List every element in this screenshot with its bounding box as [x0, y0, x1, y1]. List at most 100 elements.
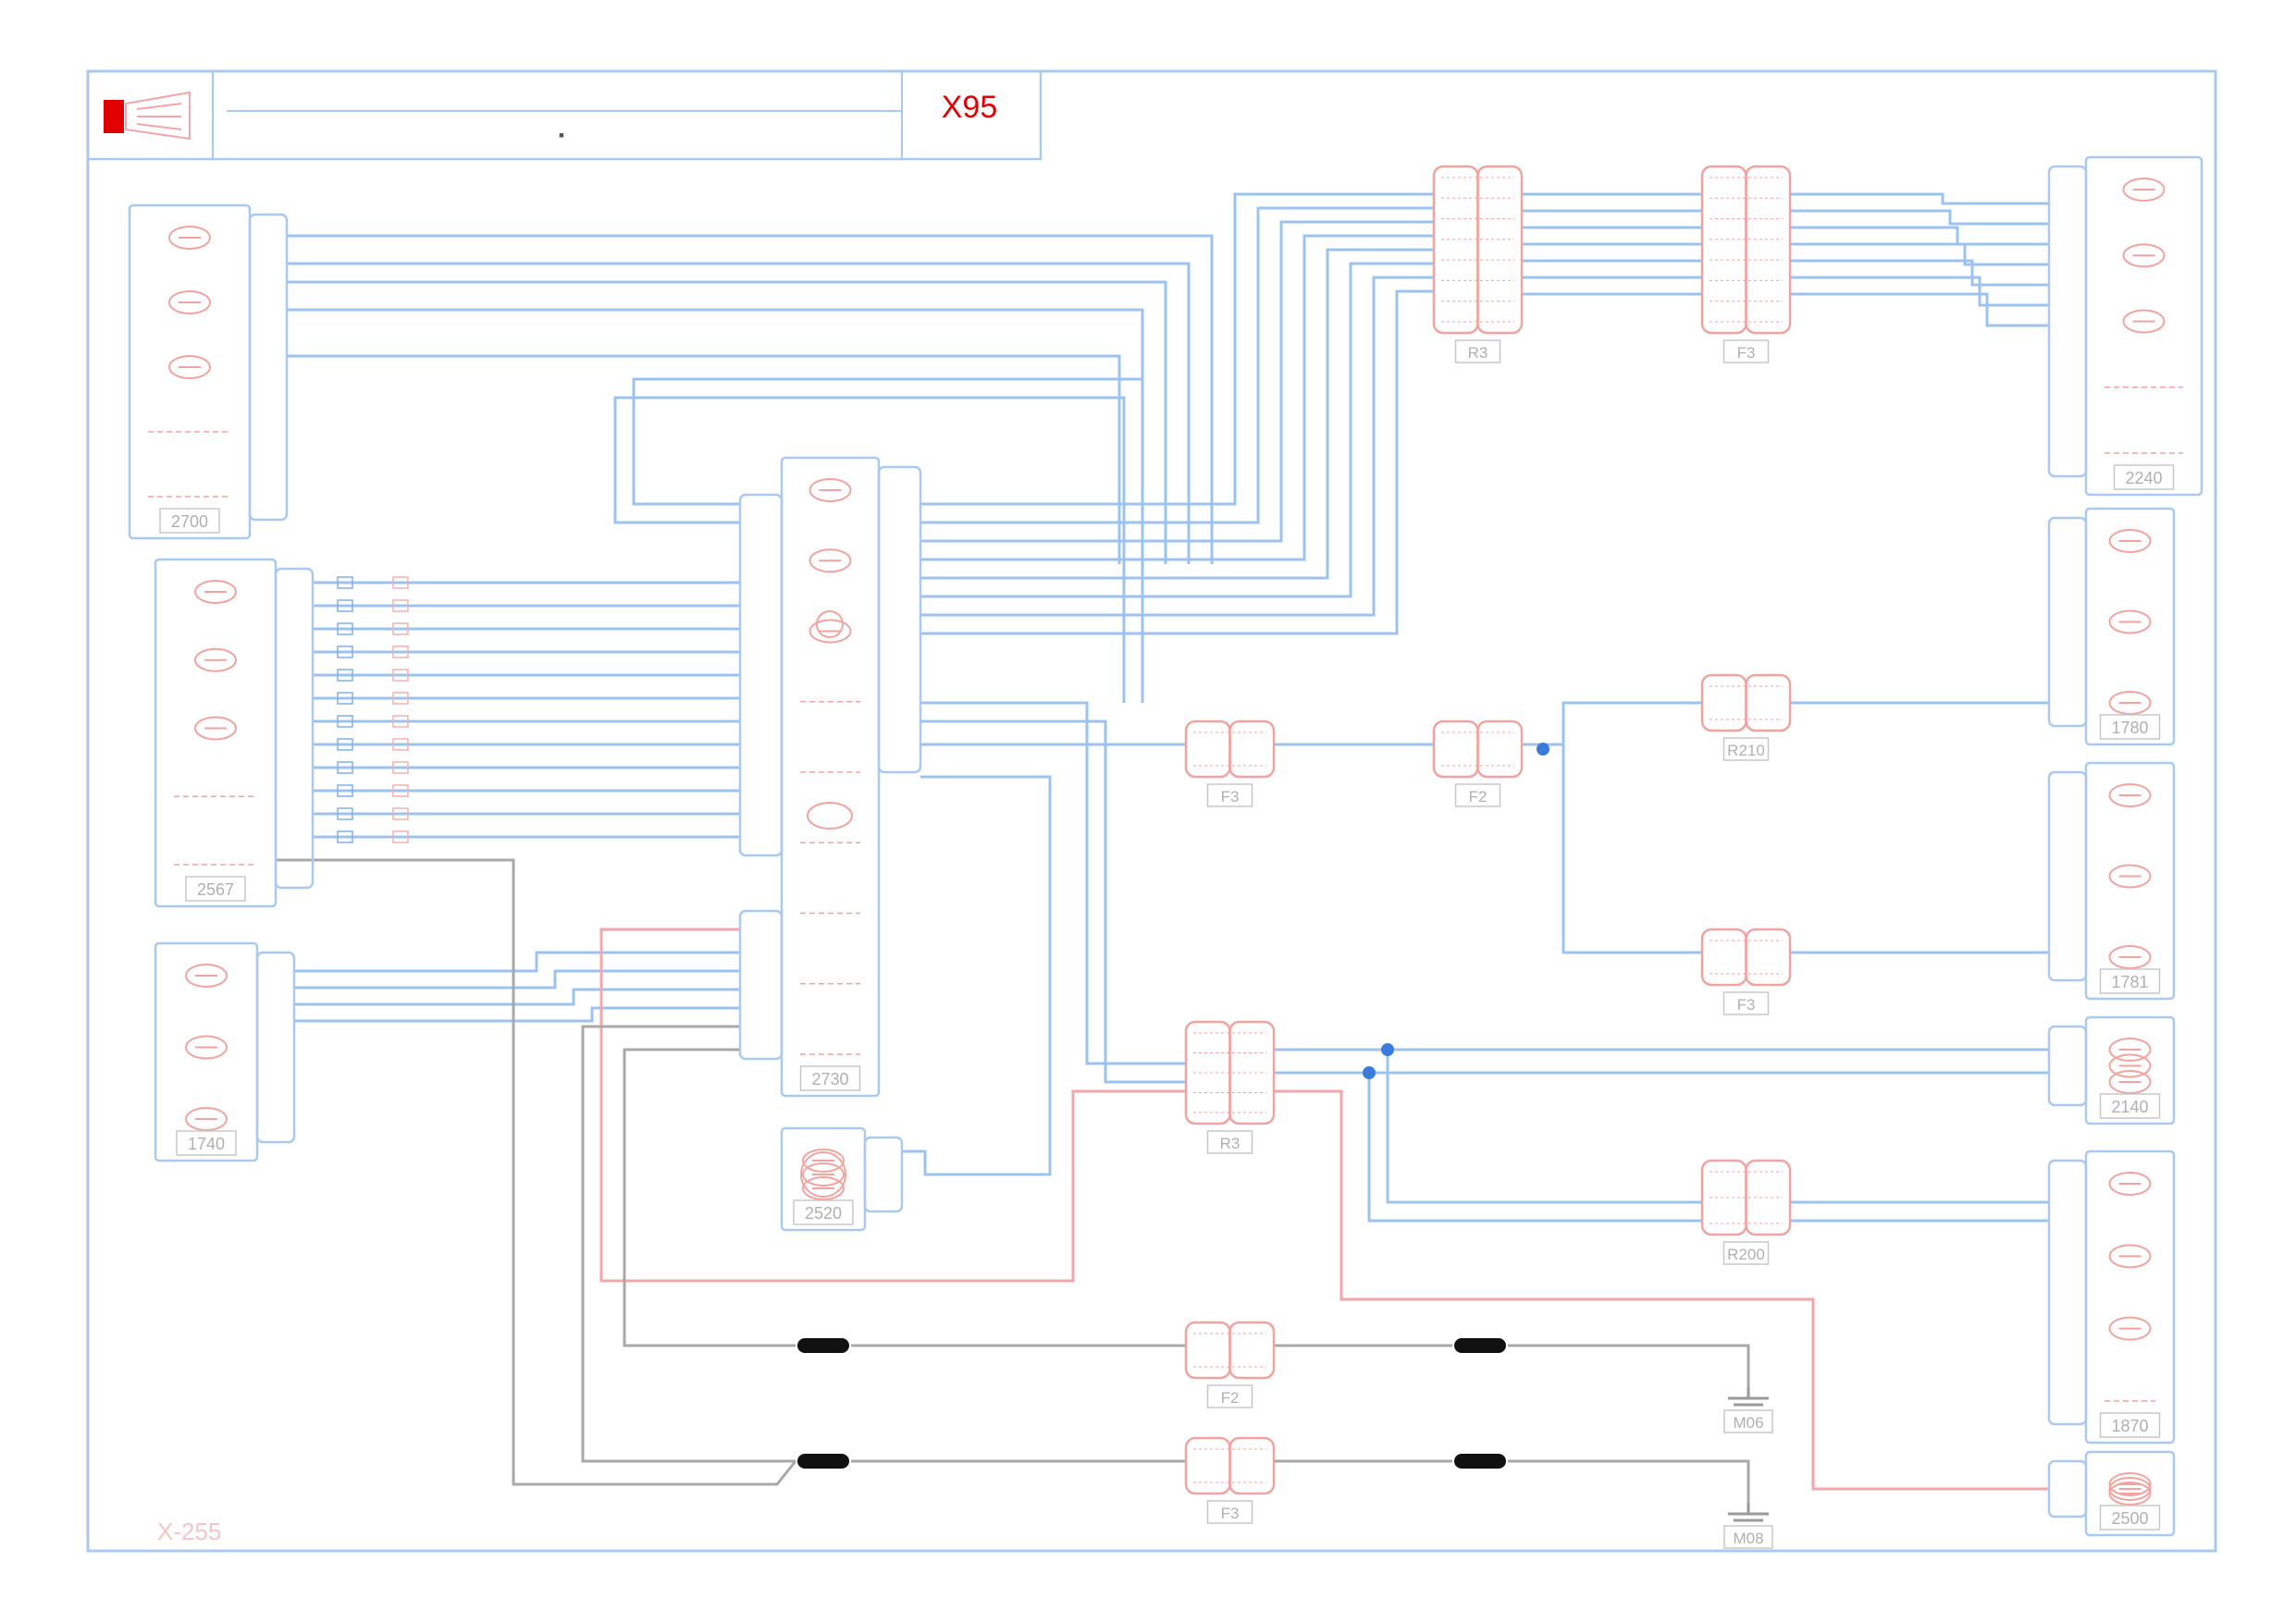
wire: [623, 1048, 796, 1347]
connector-label: R200: [1727, 1246, 1765, 1263]
connector-k-low-2: R200: [1700, 1159, 1792, 1265]
wire: [287, 354, 1121, 564]
wire: [294, 988, 740, 1006]
connector-k-top-1: R3: [1432, 165, 1524, 363]
connector-k-low-1: R3: [1184, 1020, 1276, 1154]
connector-k-mid-1: F3: [1184, 719, 1276, 807]
wire: [1274, 1089, 2049, 1491]
wire: [1790, 226, 2049, 246]
wire: [1790, 276, 2049, 307]
header-center-mark: ▪: [559, 126, 564, 144]
wire: [1790, 209, 2049, 226]
wire: [1522, 701, 1702, 746]
component-label: 2500: [2111, 1509, 2148, 1528]
component-label: 2700: [171, 512, 208, 531]
component-c-right-3: 1781: [2047, 761, 2176, 1001]
splice-point: [1381, 1043, 1394, 1056]
connector-label: R3: [1220, 1135, 1241, 1152]
connector-label: R3: [1468, 344, 1488, 362]
diagram-frame: [86, 69, 2217, 1553]
wire: [1562, 744, 1702, 954]
wire: [920, 220, 1434, 543]
wire: [287, 234, 1214, 564]
wire: [1790, 242, 2049, 266]
connector-label: F2: [1469, 788, 1487, 805]
component-layer: 2700 2567 1740 2730 2520 2240 1780 1781 2140 1870…: [128, 155, 2203, 1537]
center-module-pinstrips: [738, 465, 922, 1198]
connector-k-mid-4: F3: [1700, 928, 1792, 1015]
wire: [920, 248, 1434, 580]
footer-code: X-255: [157, 1518, 221, 1545]
wire: [581, 1025, 796, 1463]
wire: [920, 206, 1434, 524]
connector-label: F2: [1221, 1389, 1240, 1407]
connector-label: F3: [1221, 1505, 1240, 1522]
component-label: 1780: [2111, 719, 2148, 737]
component-c-center: 2730: [780, 456, 881, 1098]
splice-point: [1363, 1066, 1376, 1079]
connector-label: F3: [1737, 344, 1756, 362]
wire: [920, 262, 1434, 598]
wire: [599, 928, 1186, 1283]
wire: [287, 262, 1191, 564]
component-c-right-5: 1870: [2047, 1150, 2176, 1445]
component-c-right-2: 1780: [2047, 507, 2176, 746]
wire: [920, 701, 1186, 1065]
wire: [1508, 1459, 1750, 1503]
wire: [1790, 192, 2049, 205]
wire: [632, 377, 1144, 703]
shield-sleeve-icon: [797, 1454, 849, 1469]
wire: [1386, 1050, 1702, 1204]
wire: [920, 234, 1434, 561]
component-label: 2520: [805, 1204, 842, 1223]
connector-k-bot-2: F3: [1184, 1436, 1276, 1524]
ground-label: M06: [1733, 1414, 1763, 1432]
connector-k-bot-1: F2: [1184, 1321, 1276, 1408]
shield-sleeve-icon: [1454, 1454, 1506, 1469]
wire: [1790, 292, 2049, 327]
connector-k-mid-2: F2: [1432, 719, 1524, 807]
component-label: 2240: [2125, 469, 2162, 487]
diagram-code: X95: [942, 90, 998, 125]
wire: [294, 969, 740, 990]
component-c-center-small: 2520: [780, 1126, 904, 1232]
shield-sleeve-icon: [797, 1338, 849, 1353]
connector-k-mid-3: R210: [1700, 673, 1792, 761]
component-label: 2140: [2111, 1098, 2148, 1116]
component-c-right-1: 2240: [2047, 155, 2203, 497]
wire: [920, 289, 1434, 635]
wire: [287, 308, 1144, 564]
connector-label: R210: [1727, 742, 1765, 759]
header-block: ▪ X95: [86, 69, 1043, 161]
wire: [294, 951, 740, 973]
component-label: 1781: [2111, 973, 2148, 991]
wire: [920, 719, 1186, 1084]
wire-layer: [276, 192, 2049, 1503]
wire: [1367, 1073, 1702, 1223]
wire: [1790, 259, 2049, 287]
component-label: 1740: [188, 1135, 225, 1153]
component-c-right-4: 2140: [2047, 1015, 2176, 1125]
component-label: 2730: [811, 1070, 848, 1088]
component-label: 2567: [197, 880, 234, 899]
component-c-left-top: 2700: [128, 203, 289, 540]
wire: [920, 192, 1434, 506]
component-c-left-mid: 2567: [154, 558, 315, 908]
connector-label: F3: [1221, 788, 1240, 805]
connector-k-top-2: F3: [1700, 165, 1792, 363]
wire: [920, 276, 1434, 617]
wire: [294, 1006, 740, 1023]
brand-logo-icon: [104, 91, 191, 141]
component-label: 1870: [2111, 1417, 2148, 1435]
wire: [902, 775, 1052, 1176]
connector-label: F3: [1737, 996, 1756, 1014]
component-c-right-6: 2500: [2047, 1450, 2176, 1537]
wire: [276, 858, 797, 1486]
ground-icon: M06: [1723, 1387, 1773, 1433]
splice-point: [1537, 743, 1549, 756]
component-c-left-bot: 1740: [154, 941, 296, 1162]
wire: [1508, 1344, 1750, 1387]
